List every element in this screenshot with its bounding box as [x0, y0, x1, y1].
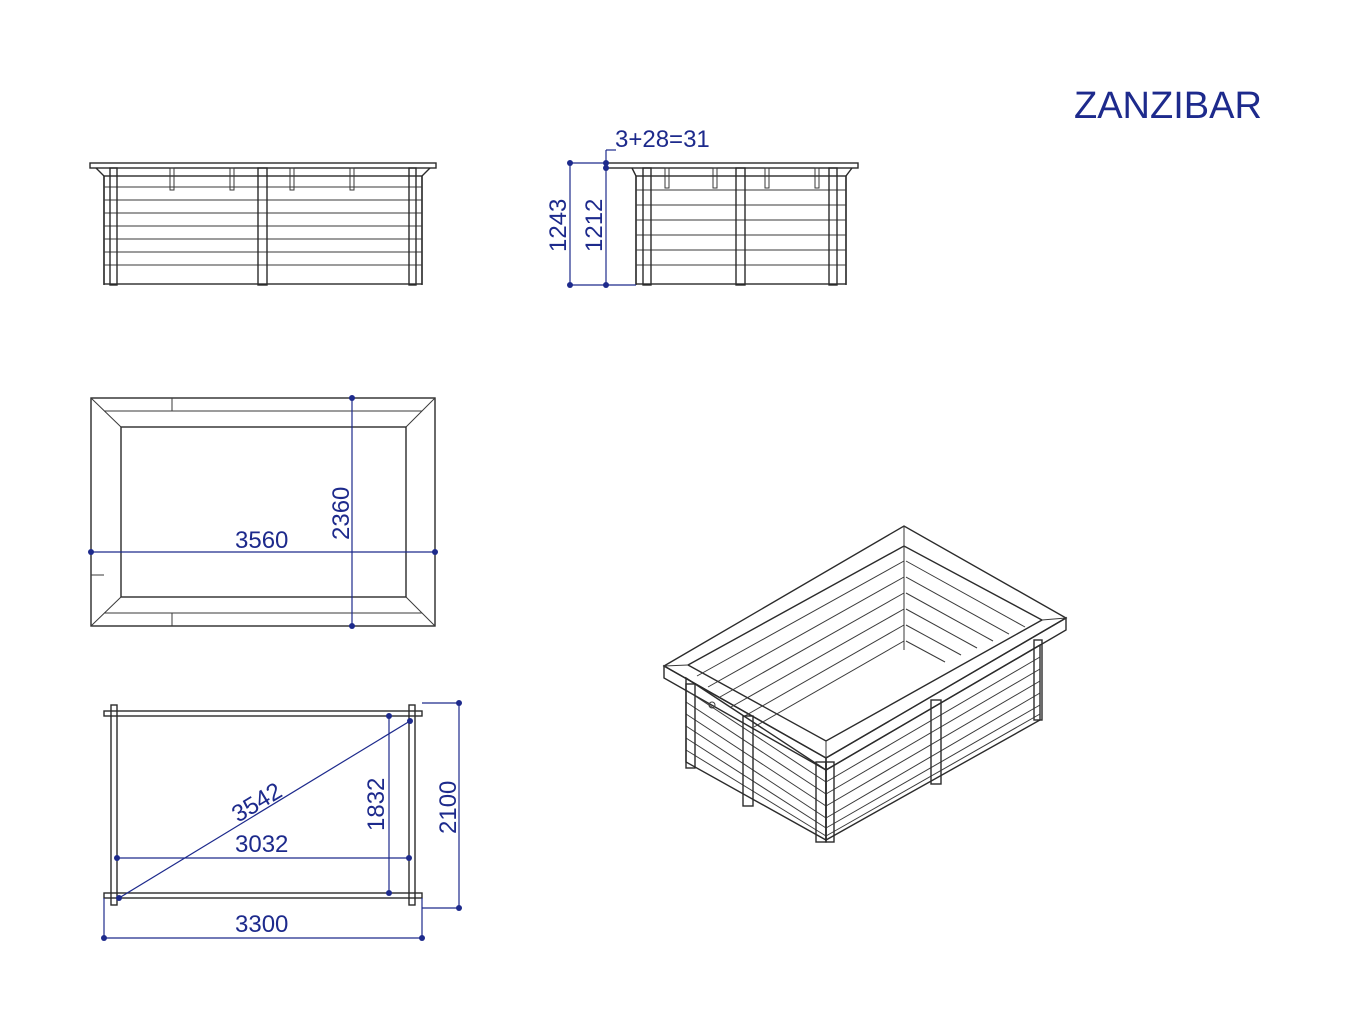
iso-right-wall — [825, 643, 1041, 842]
height-dimensions — [567, 149, 636, 288]
frame-inner-width-dimension — [386, 713, 392, 896]
frame-right-post — [408, 704, 416, 906]
iso-left-wall-planks — [685, 689, 827, 837]
frame-diagonal-label: 3542 — [227, 778, 287, 829]
frame-inner-length-label: 3032 — [235, 831, 288, 858]
side-elevation: 3+28=31 1243 1212 — [545, 126, 859, 288]
frame-inner-width-label: 1832 — [363, 778, 390, 831]
frame-bottom-rail — [103, 892, 423, 899]
total-height-label: 1243 — [545, 199, 572, 252]
iso-inner-planks — [696, 546, 1026, 728]
frame-inner-length-dimension — [114, 855, 412, 861]
iso-posts — [685, 639, 1043, 843]
frame-outer-width-label: 2100 — [435, 781, 462, 834]
drawing-title: ZANZIBAR — [1074, 85, 1262, 127]
side-brackets — [664, 167, 820, 189]
top-width-label: 2360 — [328, 487, 355, 540]
iso-bolt — [708, 701, 716, 709]
iso-rim-outer — [662, 525, 1068, 759]
side-wall-outline — [635, 175, 847, 285]
frame-diagonal-dimension — [116, 718, 413, 901]
front-elevation — [89, 162, 437, 286]
front-planks — [104, 186, 422, 266]
frame-view: 3542 3032 1832 2100 3300 — [101, 700, 462, 941]
isometric-view — [662, 525, 1068, 843]
frame-outer-length-label: 3300 — [235, 911, 288, 938]
iso-rim-inner — [686, 545, 1044, 742]
plank-thickness-label: 3+28=31 — [615, 126, 710, 153]
front-posts — [109, 167, 417, 286]
top-length-dimension — [88, 549, 438, 555]
frame-outer-width-dimension — [422, 700, 462, 911]
top-length-label: 3560 — [235, 527, 288, 554]
front-wall-outline — [103, 175, 423, 285]
body-height-label: 1212 — [581, 199, 608, 252]
top-width-dimension — [349, 395, 355, 629]
front-brackets — [169, 167, 355, 191]
side-posts — [642, 167, 838, 286]
side-planks — [636, 189, 846, 266]
front-top-rim — [89, 162, 437, 169]
frame-outer-length-dimension — [101, 898, 425, 941]
iso-right-wall-planks — [825, 656, 1041, 837]
top-inner-opening — [120, 426, 407, 598]
iso-rim-right-edge — [825, 616, 1067, 772]
frame-left-post — [110, 704, 118, 906]
top-view: 3560 2360 — [88, 395, 438, 629]
side-top-rim — [605, 162, 859, 169]
frame-top-rail — [103, 710, 423, 717]
top-outer-rim — [90, 397, 436, 627]
